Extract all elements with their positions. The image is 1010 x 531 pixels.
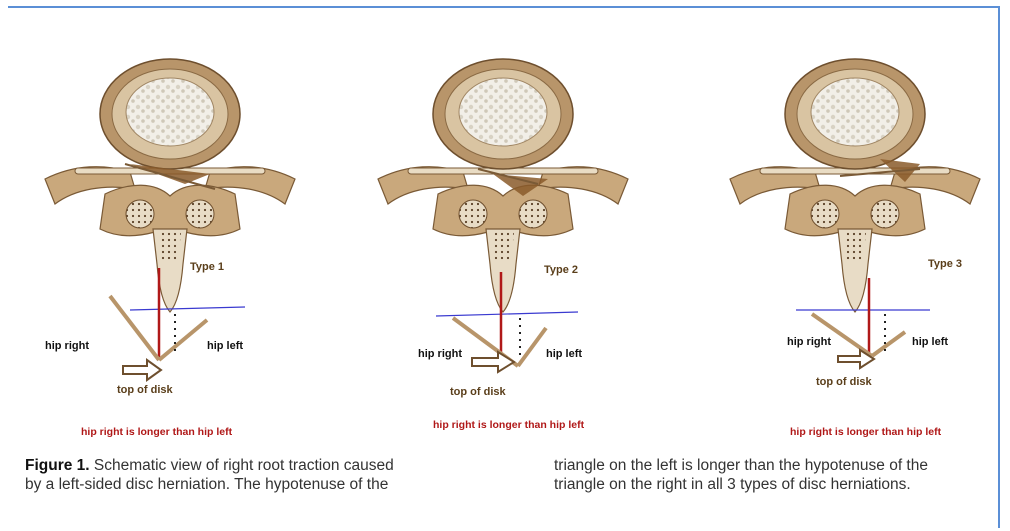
top-of-disk-label: top of disk xyxy=(117,384,173,396)
type-label: Type 1 xyxy=(190,261,224,273)
panel-type-1: Type 1 hip right hip left top of disk hi… xyxy=(35,64,305,444)
caption-text-1: Schematic view of right root traction ca… xyxy=(94,457,394,474)
panel-note: hip right is longer than hip left xyxy=(81,426,232,438)
panel-type-2: Type 2 hip right hip left top of disk hi… xyxy=(368,64,638,444)
panel-note: hip right is longer than hip left xyxy=(433,419,584,431)
arrow-icon xyxy=(472,352,514,372)
panel-type-3: Type 3 hip right hip left top of disk hi… xyxy=(720,64,990,444)
baseline xyxy=(436,312,578,316)
top-of-disk-label: top of disk xyxy=(816,376,872,388)
hip-right-line xyxy=(812,314,872,356)
type-label: Type 3 xyxy=(928,258,962,270)
hip-left-label: hip left xyxy=(546,348,582,360)
caption-text-4: triangle on the right in all 3 types of … xyxy=(554,475,999,494)
hip-left-line xyxy=(518,328,546,366)
hip-right-label: hip right xyxy=(45,340,89,352)
type-label: Type 2 xyxy=(544,264,578,276)
figure-label: Figure 1. xyxy=(25,457,90,474)
hip-right-line xyxy=(110,296,159,360)
caption-text-3: triangle on the left is longer than the … xyxy=(554,456,999,475)
hip-left-line xyxy=(872,332,905,356)
caption-text-2: by a left-sided disc herniation. The hyp… xyxy=(25,475,465,494)
caption-column-1: Figure 1. Schematic view of right root t… xyxy=(25,456,465,494)
hip-right-label: hip right xyxy=(418,348,462,360)
top-of-disk-label: top of disk xyxy=(450,386,506,398)
hip-right-label: hip right xyxy=(787,336,831,348)
caption-column-2: triangle on the left is longer than the … xyxy=(554,456,999,494)
hip-left-label: hip left xyxy=(207,340,243,352)
baseline xyxy=(130,307,245,310)
hip-left-label: hip left xyxy=(912,336,948,348)
hip-left-line xyxy=(159,320,207,360)
panel-note: hip right is longer than hip left xyxy=(790,426,941,438)
arrow-icon xyxy=(123,360,161,380)
